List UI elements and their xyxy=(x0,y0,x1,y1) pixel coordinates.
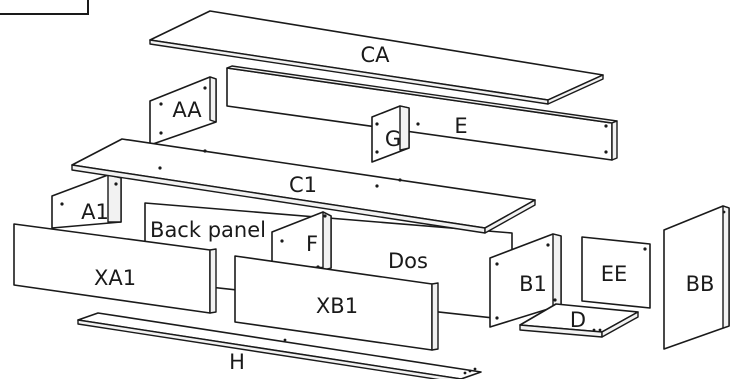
label-ee: EE xyxy=(601,262,628,286)
label-aa: AA xyxy=(172,98,202,122)
label-g: G xyxy=(385,127,401,151)
label-e: E xyxy=(454,114,467,138)
panel-ca: CA xyxy=(149,10,604,105)
panel-ee: EE xyxy=(581,236,651,309)
label-c1: C1 xyxy=(289,173,317,197)
panel-aa: AA xyxy=(149,76,217,146)
panel-c1: C1 xyxy=(71,138,536,234)
panel-e: E xyxy=(226,65,618,161)
label-f: F xyxy=(306,232,318,256)
panel-h: H xyxy=(77,312,482,384)
panel-f: F xyxy=(271,211,332,271)
label-xb1: XB1 xyxy=(316,294,358,318)
label-bb: BB xyxy=(686,272,715,296)
panel-bb: BB xyxy=(663,205,730,350)
corner-frame xyxy=(0,0,89,15)
panel-xa1: XA1 xyxy=(13,223,217,314)
label-h: H xyxy=(229,350,245,374)
label-ca: CA xyxy=(360,43,390,67)
panel-b1: B1 xyxy=(489,233,562,328)
label-xa1: XA1 xyxy=(94,266,136,290)
label-a1: A1 xyxy=(81,200,109,224)
label-dos: Dos xyxy=(388,249,428,273)
panel-g: G xyxy=(371,105,410,163)
panel-xb1: XB1 xyxy=(234,255,439,351)
panel-a1: A1 xyxy=(51,174,122,229)
panel-d: D xyxy=(519,303,639,338)
label-back-panel: Back panel xyxy=(150,218,266,242)
label-d: D xyxy=(570,308,586,332)
label-b1: B1 xyxy=(519,272,547,296)
